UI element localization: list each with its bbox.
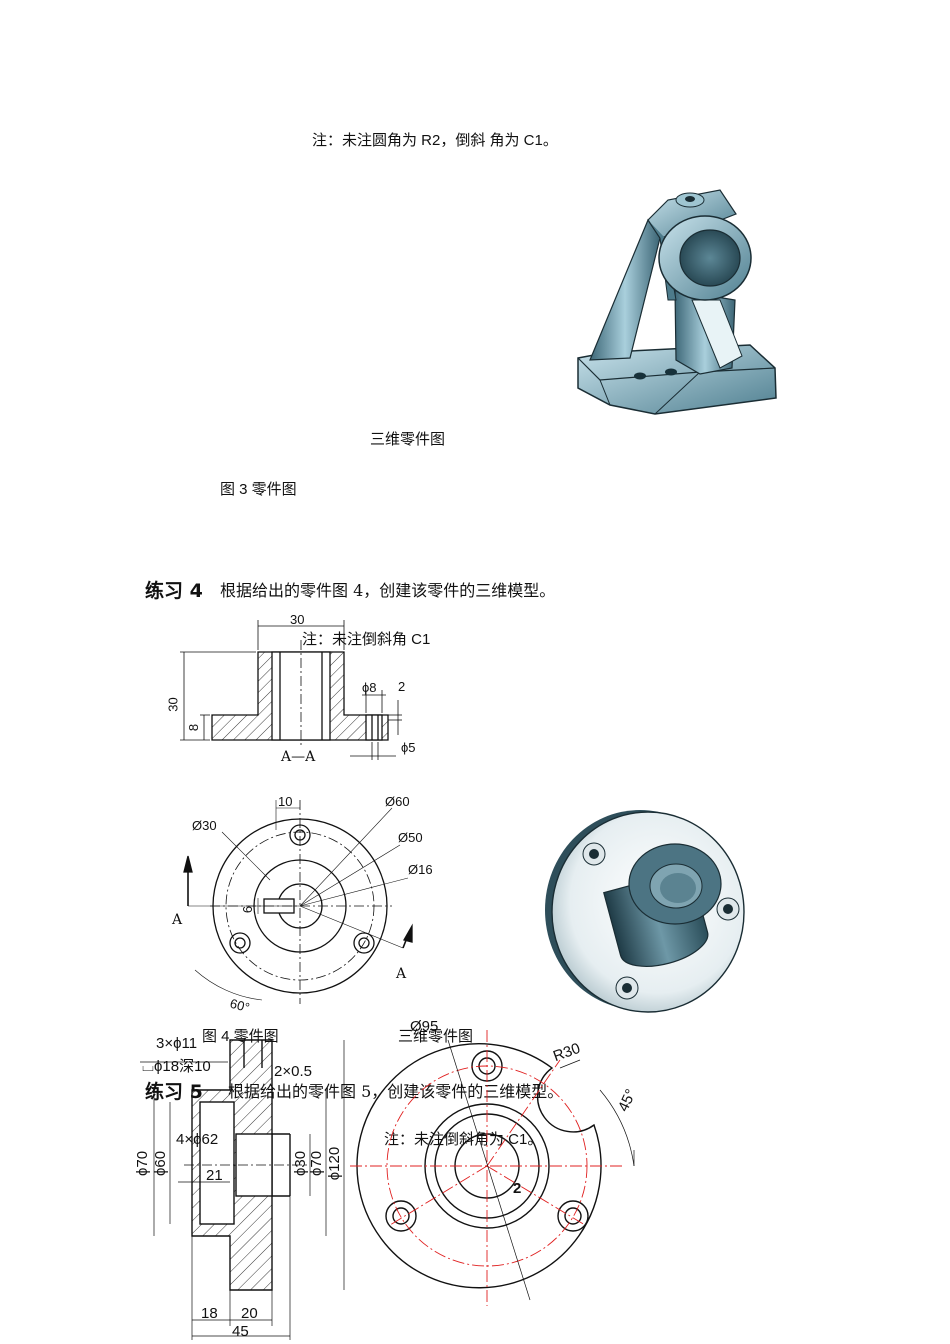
ex5-dim-phi120: ϕ120	[326, 1146, 344, 1181]
ex4-dim-phi16: Ø16	[408, 862, 433, 877]
ex4-dim-10: 10	[278, 794, 293, 809]
ex4-dim-6: 6	[240, 905, 256, 914]
exercise5-instruction: 根据给出的零件图 5，创建该零件的三维模型。	[228, 1082, 564, 1101]
ex5-dim-phi70a: ϕ70	[134, 1150, 152, 1177]
ex5-note: 注：未注倒斜角为 C1。	[384, 1131, 543, 1148]
ex5-dim-20: 20	[241, 1305, 258, 1322]
ex4-dim-phi60: Ø60	[385, 794, 410, 809]
ex4-dim-60deg: 60°	[228, 995, 252, 1016]
ex4-dim-30-height: 30	[165, 697, 181, 712]
ex5-dim-phi30: ϕ30	[292, 1150, 310, 1177]
ex5-dim-phi60: ϕ60	[152, 1150, 170, 1177]
ex5-dim-21: 21	[206, 1167, 223, 1184]
ex5-dim-chamfer: 2×0.5	[274, 1063, 312, 1080]
ex5-dim-holes: 3×ϕ11	[156, 1035, 198, 1052]
caption-fig3: 图 3 零件图	[220, 481, 297, 498]
ex4-dim-2: 2	[398, 679, 406, 694]
ex5-dim-phi95: Ø95	[410, 1018, 439, 1035]
top-note: 注：未注圆角为 R2，倒斜 角为 C1。	[312, 132, 558, 149]
ex4-section-A-left: A	[172, 912, 183, 928]
ex5-dim-cbore: ⌴ϕ18深10	[142, 1058, 211, 1075]
ex4-section-A-right: A	[396, 966, 407, 982]
exercise4-instruction: 根据给出的零件图 4，创建该零件的三维模型。	[220, 581, 556, 600]
ex4-section-label: A—A	[281, 749, 316, 765]
ex5-dim-r30: R30	[550, 1039, 583, 1066]
ex5-dim-45deg: 45°	[614, 1086, 640, 1115]
ex4-dim-phi30: Ø30	[192, 818, 217, 833]
ex4-dim-phi5: ϕ5	[401, 740, 416, 755]
ex5-label-2: 2	[513, 1180, 522, 1197]
caption-3d-part: 三维零件图	[370, 430, 446, 448]
exercise5-title: 练习 5	[145, 1081, 203, 1103]
ex5-dim-45: 45	[232, 1323, 249, 1340]
ex4-caption-fig: 图 4 零件图	[202, 1028, 279, 1045]
ex4-dim-30-top: 30	[290, 612, 305, 627]
ex5-dim-18: 18	[201, 1305, 218, 1322]
ex4-dim-phi50: Ø50	[398, 830, 423, 845]
exercise4-title: 练习 4	[145, 580, 203, 602]
ex4-dim-phi8: ϕ8	[362, 680, 377, 695]
ex4-dim-8: 8	[186, 723, 202, 732]
ex4-note: 注：未注倒斜角 C1	[302, 631, 431, 648]
ex5-dim-4holes: 4×ϕ62	[176, 1131, 219, 1148]
ex5-dim-phi70b: ϕ70	[308, 1150, 326, 1177]
